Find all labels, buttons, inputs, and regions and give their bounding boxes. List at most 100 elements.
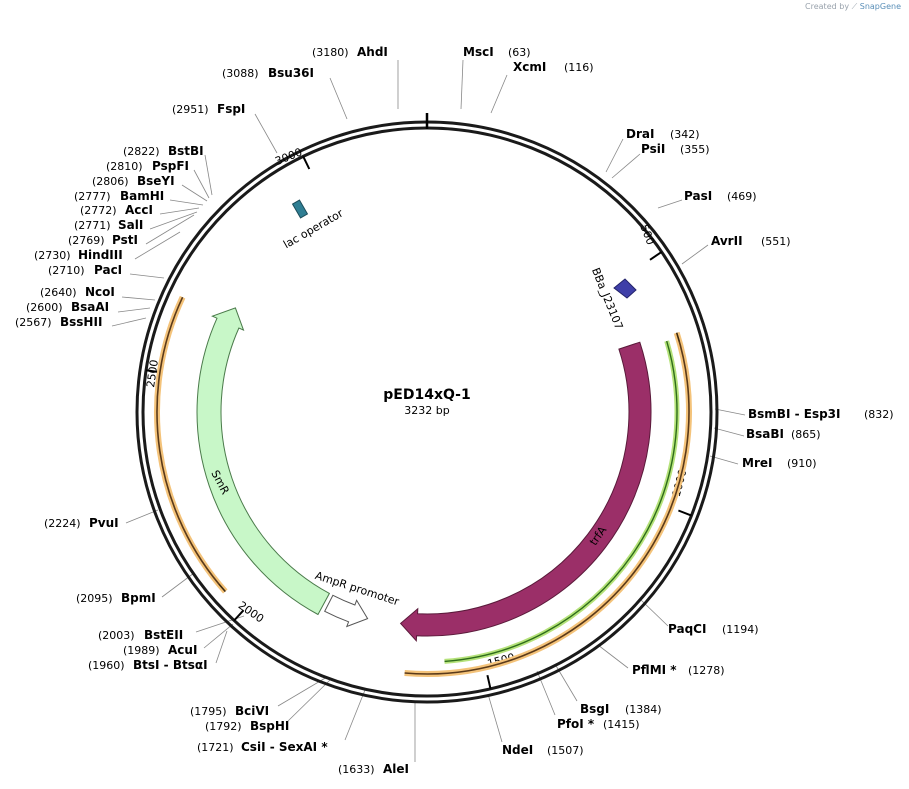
site-name-ncoi[interactable]: NcoI	[85, 285, 115, 299]
site-name-xcmi[interactable]: XcmI	[513, 60, 546, 74]
leader-line-avrii	[681, 244, 709, 265]
site-position-btsi-bts-i: (1960)	[88, 659, 125, 672]
site-name-mrei[interactable]: MreI	[742, 456, 772, 470]
site-name-sali[interactable]: SalI	[118, 218, 143, 232]
site-name-bsshii[interactable]: BssHII	[60, 315, 102, 329]
leader-line-psii	[611, 153, 641, 179]
site-position-bsu36i: (3088)	[222, 67, 259, 80]
orf-smr-arrowhead	[218, 583, 226, 592]
site-name-alei[interactable]: AleI	[383, 762, 409, 776]
site-position-pasi: (469)	[727, 190, 757, 203]
site-position-pspfi: (2810)	[106, 160, 143, 173]
site-name-msci[interactable]: MscI	[463, 45, 494, 59]
site-name-acui[interactable]: AcuI	[168, 643, 197, 657]
site-name-bstbi[interactable]: BstBI	[168, 144, 204, 158]
site-position-hindiii: (2730)	[34, 249, 71, 262]
site-position-pflmi: (1278)	[688, 664, 725, 677]
site-position-ncoi: (2640)	[40, 286, 77, 299]
site-name-bpmi[interactable]: BpmI	[121, 591, 156, 605]
leader-line-btsi-bts-i	[215, 630, 228, 664]
orf-trfa-core	[404, 332, 690, 675]
restriction-site-labels: (3180)AhdI(63)MscI(116)XcmI(3088)Bsu36I(…	[15, 45, 894, 776]
site-name-bsteii[interactable]: BstEII	[144, 628, 183, 642]
site-position-bstbi: (2822)	[123, 145, 160, 158]
tick-mark-1500	[486, 674, 492, 690]
backbone	[135, 113, 719, 704]
tick-mark-3000	[302, 155, 311, 170]
site-name-fspi[interactable]: FspI	[217, 102, 245, 116]
site-name-bamhi[interactable]: BamHI	[120, 189, 164, 203]
site-name-ndei[interactable]: NdeI	[502, 743, 533, 757]
site-name-pasi[interactable]: PasI	[684, 189, 712, 203]
site-name-paci[interactable]: PacI	[94, 263, 122, 277]
site-name-pspfi[interactable]: PspFI	[152, 159, 189, 173]
site-name-pfoi[interactable]: PfoI *	[557, 717, 595, 731]
site-name-bsu36i[interactable]: Bsu36I	[268, 66, 314, 80]
site-position-paci: (2710)	[48, 264, 85, 277]
site-position-sali: (2771)	[74, 219, 111, 232]
site-name-psii[interactable]: PsiI	[641, 142, 665, 156]
site-name-csii-sexai[interactable]: CsiI - SexAI *	[241, 740, 328, 754]
leader-line-ncoi	[121, 296, 156, 301]
leader-line-acui	[203, 623, 234, 649]
leader-line-pflmi	[597, 644, 629, 669]
site-position-bsabi: (865)	[791, 428, 821, 441]
site-name-acci[interactable]: AccI	[125, 203, 153, 217]
site-name-hindiii[interactable]: HindIII	[78, 248, 123, 262]
site-position-ahdi: (3180)	[312, 46, 349, 59]
site-position-csii-sexai: (1721)	[197, 741, 234, 754]
leader-line-acci	[159, 207, 200, 215]
leader-line-bsshii	[111, 317, 147, 327]
site-name-bsmbi-esp3i[interactable]: BsmBI - Esp3I	[748, 407, 840, 421]
site-name-bsphi[interactable]: BspHI	[250, 719, 289, 733]
snapgene-credit: Created by ⟋ SnapGene	[805, 2, 901, 12]
feature-label-bba-j23107: BBa_J23107	[589, 266, 626, 332]
leader-line-pasi	[657, 199, 683, 209]
site-position-pvui: (2224)	[44, 517, 81, 530]
feature-ampr-promoter-arrow[interactable]	[324, 594, 369, 628]
site-name-bsgi[interactable]: BsgI	[580, 702, 609, 716]
site-position-bpmi: (2095)	[76, 592, 113, 605]
site-position-ndei: (1507)	[547, 744, 584, 757]
feature-smr-arrow[interactable]	[196, 307, 331, 616]
feature-lac-operator-block[interactable]	[291, 199, 309, 219]
site-position-bsteii: (2003)	[98, 629, 135, 642]
site-position-fspi: (2951)	[172, 103, 209, 116]
leader-line-bsaai	[117, 307, 151, 313]
site-name-drai[interactable]: DraI	[626, 127, 654, 141]
feature-bba-j23107-arrow[interactable]	[613, 278, 637, 299]
site-position-mrei: (910)	[787, 457, 817, 470]
site-name-psti[interactable]: PstI	[112, 233, 138, 247]
site-position-pfoi: (1415)	[603, 718, 640, 731]
site-position-bsphi: (1792)	[205, 720, 242, 733]
leader-line-bamhi	[169, 199, 204, 206]
site-name-paqci[interactable]: PaqCI	[668, 622, 706, 636]
leader-line-bsphi	[286, 679, 331, 723]
orf-arcs	[154, 295, 692, 677]
site-position-paqci: (1194)	[722, 623, 759, 636]
site-name-pvui[interactable]: PvuI	[89, 516, 119, 530]
site-position-bsgi: (1384)	[625, 703, 662, 716]
site-position-psii: (355)	[680, 143, 710, 156]
orf-smr-core	[156, 296, 226, 593]
leader-line-bsu36i	[329, 77, 348, 120]
site-name-avrii[interactable]: AvrII	[711, 234, 743, 248]
site-name-bsaai[interactable]: BsaAI	[71, 300, 109, 314]
site-name-ahdi[interactable]: AhdI	[357, 45, 388, 59]
site-name-pflmi[interactable]: PflMI *	[632, 663, 677, 677]
site-position-bamhi: (2777)	[74, 190, 111, 203]
leader-line-psti	[145, 214, 195, 245]
site-name-bseyi[interactable]: BseYI	[137, 174, 175, 188]
site-position-bsshii: (2567)	[15, 316, 52, 329]
site-position-bsaai: (2600)	[26, 301, 63, 314]
feature-trfa-arrow[interactable]	[399, 341, 652, 643]
site-position-psti: (2769)	[68, 234, 105, 247]
site-name-btsi-bts-i[interactable]: BtsI - BtsαI	[133, 658, 208, 672]
leader-line-msci	[460, 59, 464, 110]
leader-line-fspi	[254, 113, 278, 154]
leader-line-pspfi	[193, 169, 210, 199]
site-name-bcivi[interactable]: BciVI	[235, 704, 269, 718]
site-name-bsabi[interactable]: BsaBI	[746, 427, 784, 441]
